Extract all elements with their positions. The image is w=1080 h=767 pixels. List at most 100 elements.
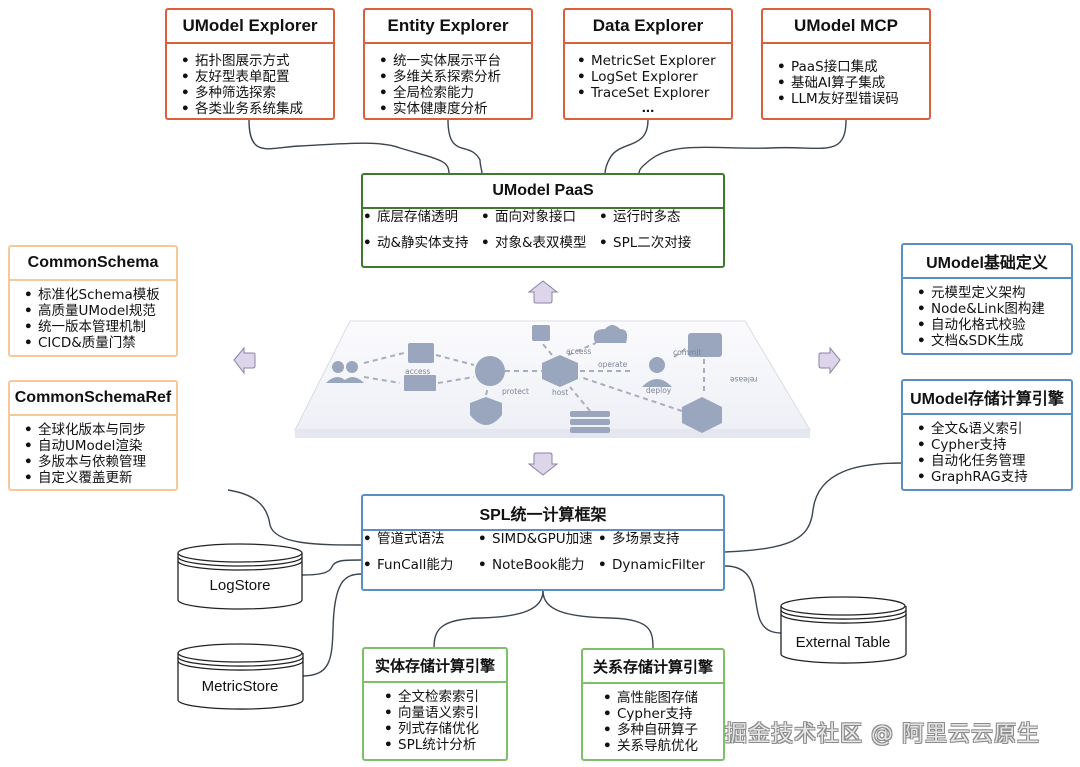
connector-logstore-spl <box>300 559 363 576</box>
logstore-label: LogStore <box>209 577 271 594</box>
list-item: 多种自研算子 <box>603 722 723 738</box>
devices-icon <box>532 325 550 341</box>
code-icon <box>688 333 722 357</box>
list-item: 向量语义索引 <box>384 705 506 721</box>
list-item: 文档&SDK生成 <box>917 333 1071 349</box>
spl-framework-box: SPL统一计算框架 管道式语法 SIMD&GPU加速 多场景支持 FunCall… <box>361 494 725 591</box>
server-stack-icon <box>570 411 610 417</box>
box-title: UModel存储计算引擎 <box>903 381 1071 415</box>
illustration-label: protect <box>502 387 529 396</box>
list-item: SPL二次对接 <box>599 235 717 251</box>
list-item: 多场景支持 <box>598 531 723 547</box>
list-item: 全局检索能力 <box>379 85 531 101</box>
common-schema-ref-box: CommonSchemaRef 全球化版本与同步 自动UModel渲染 多版本与… <box>8 380 178 491</box>
metricstore-label: MetricStore <box>201 678 279 695</box>
illustration-label: deploy <box>646 386 672 395</box>
platform-edge <box>295 430 810 438</box>
common-schema-box: CommonSchema 标准化Schema模板 高质量UModel规范 统一版… <box>8 245 178 357</box>
list-item: 高质量UModel规范 <box>24 303 176 319</box>
umodel-base-definition-box: UModel基础定义 元模型定义架构 Node&Link图构建 自动化格式校验 … <box>901 243 1073 355</box>
list-item: MetricSet Explorer <box>577 53 731 69</box>
connector-data-explorer <box>604 119 649 175</box>
cloud-icon <box>593 325 628 343</box>
list-item: 友好型表单配置 <box>181 69 333 85</box>
connector-umodel-mcp <box>638 119 847 175</box>
host-hexagon-icon <box>542 355 578 387</box>
arrow-right-icon <box>818 346 841 375</box>
list-item: 运行时多态 <box>599 209 717 225</box>
list-item: Cypher支持 <box>917 437 1071 453</box>
list-item: 面向对象接口 <box>481 209 599 225</box>
list-item: 管道式语法 <box>363 531 478 547</box>
list-item: 统一版本管理机制 <box>24 319 176 335</box>
list-item: 全球化版本与同步 <box>24 422 176 438</box>
list-item: 全文&语义索引 <box>917 421 1071 437</box>
illustration-label: commit <box>673 348 702 357</box>
box-title: SPL统一计算框架 <box>363 496 723 531</box>
illustration-label: operate <box>598 360 628 369</box>
box-title: 关系存储计算引擎 <box>583 650 723 684</box>
illustration-label: access <box>566 347 592 356</box>
box-title: Entity Explorer <box>365 10 531 44</box>
list-item: DynamicFilter <box>598 557 723 573</box>
connector-schemaref-spl <box>227 489 363 546</box>
box-title: UModel MCP <box>763 10 929 44</box>
list-item: GraphRAG支持 <box>917 469 1071 485</box>
list-item: Node&Link图构建 <box>917 301 1071 317</box>
package-hexagon-icon <box>682 397 722 433</box>
list-item: FunCall能力 <box>363 557 478 573</box>
box-title: Data Explorer <box>565 10 731 44</box>
entity-storage-engine-box: 实体存储计算引擎 全文检索索引 向量语义索引 列式存储优化 SPL统计分析 <box>362 647 508 761</box>
list-item: 各类业务系统集成 <box>181 101 333 117</box>
list-item: 动&静实体支持 <box>363 235 481 251</box>
deployment-illustration: access protect access host operate commi… <box>290 315 815 445</box>
list-item: 全文检索索引 <box>384 689 506 705</box>
list-item: SPL统计分析 <box>384 737 506 753</box>
connector-entity-explorer <box>447 119 483 175</box>
illustration-label: host <box>552 388 569 397</box>
list-item: SIMD&GPU加速 <box>478 531 598 547</box>
box-title: UModel PaaS <box>363 175 723 209</box>
list-item: 对象&表双模型 <box>481 235 599 251</box>
connector-metricstore-spl <box>301 573 363 677</box>
list-item: 统一实体展示平台 <box>379 53 531 69</box>
list-item: 自动化任务管理 <box>917 453 1071 469</box>
list-item: CICD&质量门禁 <box>24 335 176 351</box>
list-item: 自动UModel渲染 <box>24 438 176 454</box>
arrow-left-icon <box>233 346 256 375</box>
list-item: 多种筛选探索 <box>181 85 333 101</box>
list-item: 关系导航优化 <box>603 738 723 754</box>
connector-spl-entity-engine <box>433 590 544 649</box>
umodel-storage-engine-box: UModel存储计算引擎 全文&语义索引 Cypher支持 自动化任务管理 Gr… <box>901 379 1073 491</box>
arrow-up-icon <box>527 280 559 304</box>
connector-spl-relation-engine <box>542 590 654 649</box>
tablet-icon <box>408 343 434 363</box>
person-icon <box>649 357 665 373</box>
list-item: Cypher支持 <box>603 706 723 722</box>
umodel-paas-box: UModel PaaS 底层存储透明 面向对象接口 运行时多态 动&静实体支持 … <box>361 173 725 268</box>
laptop-icon <box>404 375 436 391</box>
illustration-label: release <box>730 375 758 384</box>
arrow-down-icon <box>527 452 559 476</box>
list-item: 元模型定义架构 <box>917 285 1071 301</box>
connector-umodel-explorer <box>248 119 450 175</box>
more-ellipsis: ... <box>641 99 655 116</box>
connector-spl-external <box>724 565 783 634</box>
external-table-label: External Table <box>795 634 891 651</box>
list-item: NoteBook能力 <box>478 557 598 573</box>
list-item: 标准化Schema模板 <box>24 287 176 303</box>
box-title: UModel基础定义 <box>903 245 1071 279</box>
globe-icon <box>475 356 505 386</box>
list-item: 基础AI算子集成 <box>777 75 929 91</box>
list-item: 高性能图存储 <box>603 690 723 706</box>
users-icon <box>332 361 344 373</box>
box-title: 实体存储计算引擎 <box>364 649 506 683</box>
box-title: UModel Explorer <box>167 10 333 44</box>
list-item: PaaS接口集成 <box>777 59 929 75</box>
box-title: CommonSchema <box>10 247 176 281</box>
list-item: LLM友好型错误码 <box>777 91 929 107</box>
umodel-explorer-box: UModel Explorer 拓扑图展示方式 友好型表单配置 多种筛选探索 各… <box>165 8 335 120</box>
relation-storage-engine-box: 关系存储计算引擎 高性能图存储 Cypher支持 多种自研算子 关系导航优化 <box>581 648 725 761</box>
list-item: TraceSet Explorer <box>577 85 731 101</box>
list-item: 拓扑图展示方式 <box>181 53 333 69</box>
